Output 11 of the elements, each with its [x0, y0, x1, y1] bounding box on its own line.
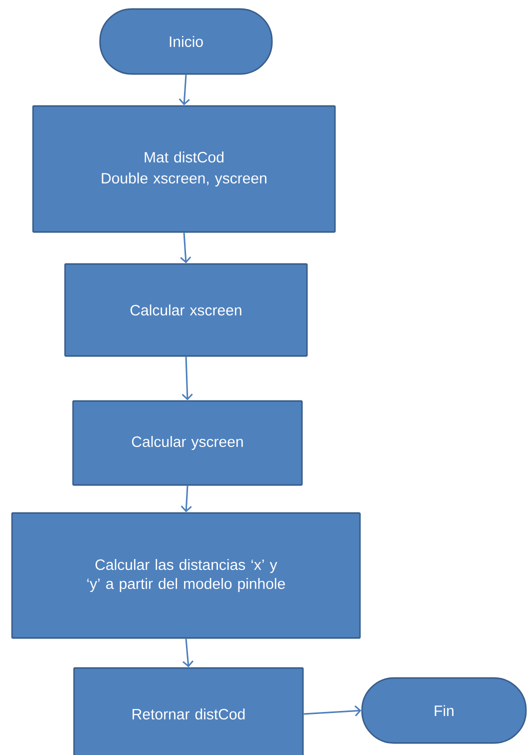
- arrow: [180, 486, 192, 512]
- process-box: Calcular xscreen: [64, 263, 308, 357]
- process-box: Calcular yscreen: [72, 400, 303, 486]
- process-box: Retornar distCod: [73, 667, 304, 755]
- process-box: Mat distCod Double xscreen, yscreen: [32, 105, 336, 233]
- arrow: [182, 356, 193, 400]
- arrow: [182, 638, 194, 668]
- arrow: [180, 232, 192, 264]
- arrow: [304, 705, 362, 716]
- arrow: [178, 74, 190, 106]
- process-box: Calcular las distancias ‘x’ y ‘y’ a partir del modelo pinhole: [11, 512, 361, 639]
